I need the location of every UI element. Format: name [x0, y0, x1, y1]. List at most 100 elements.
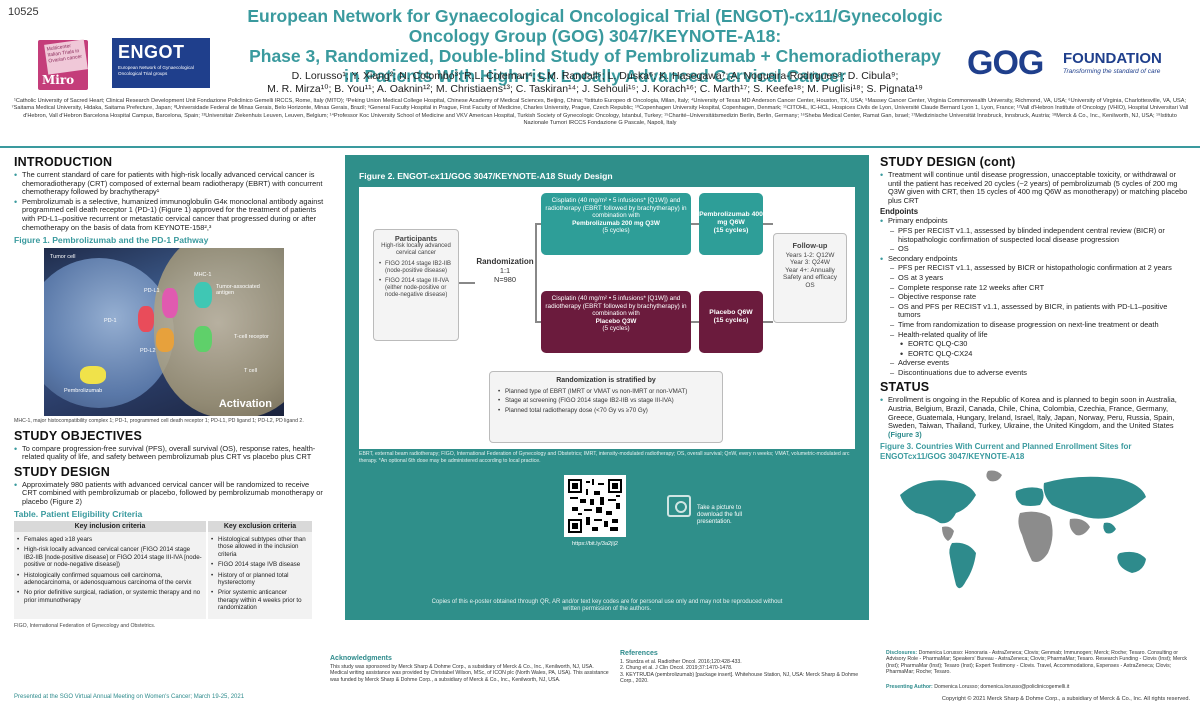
poster-title: European Network for Gynaecological Onco… — [220, 6, 970, 86]
label-pembrolizumab: Pembrolizumab — [64, 388, 103, 395]
participants-item: FIGO 2014 stage III-IVA (either node-pos… — [379, 278, 453, 299]
stratification-box: Randomization is stratified by Planned t… — [489, 371, 723, 443]
qr-code[interactable] — [564, 475, 626, 537]
center-panel: Figure 2. ENGOT-cx11/GOG 3047/KEYNOTE-A1… — [345, 155, 869, 620]
arm-b-drug: Placebo Q3W — [595, 317, 637, 325]
camera-icon — [667, 495, 691, 517]
arrow-connector — [691, 321, 699, 323]
status-heading: STATUS — [880, 380, 930, 395]
label-mhc1: MHC-1 — [194, 272, 212, 279]
arm-b-cycles: (5 cycles) — [602, 325, 630, 333]
pd1-molecule — [138, 306, 154, 333]
secondary-endpoint-item: Objective response rate — [880, 293, 1190, 302]
authors: D. Lorusso¹; Y. Xiang²; N. Colombo³; R.L… — [220, 70, 970, 96]
references: References 1. Sturdza et al. Radiother O… — [620, 650, 865, 685]
qr-url[interactable]: https://bit.ly/3a2jlj2 — [571, 541, 619, 547]
followup-line: OS — [805, 281, 815, 289]
mhc1-molecule — [194, 282, 212, 309]
disclosures-text: Domenica Lorusso: Honoraria - AstraZenec… — [886, 650, 1188, 676]
design-cont-bullet-1: Treatment will continue until disease pr… — [880, 170, 1190, 205]
label-pdl2: PD-L2 — [140, 348, 156, 355]
exclusion-item: History of or planned total hysterectomy — [211, 572, 309, 587]
secondary-endpoint-item: Complete response rate 12 weeks after CR… — [880, 283, 1190, 293]
acknowledgments: Acknowledgments This study was sponsored… — [330, 655, 610, 683]
table-header-exclusion: Key exclusion criteria — [207, 520, 314, 532]
authors-line-1: D. Lorusso¹; Y. Xiang²; N. Colombo³; R.L… — [291, 70, 899, 82]
primary-endpoints-label: Primary endpoints — [880, 217, 1190, 226]
status-text: Enrollment is ongoing in the Republic of… — [888, 395, 1177, 431]
arm-b-text: Cisplatin (40 mg/m² • 5 infusions* [Q1W]… — [545, 295, 687, 318]
copyright: Copyright © 2021 Merck Sharp & Dohme Cor… — [941, 696, 1190, 702]
engot-logo-subtitle: European Network of Gynaecological Oncol… — [118, 65, 194, 76]
map-south-asia — [1069, 518, 1090, 535]
copies-note: Copies of this e-poster obtained through… — [431, 599, 783, 613]
map-greenland — [986, 470, 1002, 482]
arm-pembrolizumab-crt: Cisplatin (40 mg/m² • 5 infusions* [Q1W]… — [541, 193, 691, 255]
eligibility-table: Key inclusion criteria Key exclusion cri… — [14, 520, 314, 619]
exclusion-item: Prior systemic anticancer therapy within… — [211, 589, 309, 611]
map-north-america — [900, 479, 976, 523]
reference-item: 3. KEYTRUDA (pembrolizumab) [package ins… — [620, 671, 859, 685]
label-tcell-receptor: T-cell receptor — [234, 334, 269, 341]
map-central-america — [942, 526, 954, 541]
followup-box: Follow-up Years 1-2: Q12W Year 3: Q24W Y… — [773, 233, 847, 323]
map-australia — [1117, 551, 1146, 573]
map-africa — [1018, 511, 1053, 562]
tcell-receptor-molecule — [194, 326, 212, 353]
inclusion-item: Histologically confirmed squamous cell c… — [17, 572, 203, 587]
table-header-inclusion: Key inclusion criteria — [14, 520, 208, 532]
label-pd1: PD-1 — [104, 318, 117, 325]
map-south-america — [949, 542, 976, 588]
title-line-2: Phase 3, Randomized, Double-blind Study … — [249, 46, 941, 66]
secondary-endpoint-item: Time from randomization to disease progr… — [880, 320, 1190, 330]
study-objectives-heading: STUDY OBJECTIVES — [14, 428, 142, 443]
figure3-title: Figure 3. Countries With Current and Pla… — [880, 442, 1132, 462]
inclusion-item: High-risk locally advanced cervical canc… — [17, 546, 203, 568]
gog-logo-text: GOG — [967, 44, 1044, 82]
figure2-title: Figure 2. ENGOT-cx11/GOG 3047/KEYNOTE-A1… — [359, 171, 613, 181]
title-line-3: in Patients With High-risk Locally Advan… — [344, 66, 846, 86]
followup-line: Year 4+: Annually — [785, 266, 835, 274]
stratification-item: Planned type of EBRT (IMRT or VMAT vs no… — [498, 388, 714, 396]
primary-endpoint-item: OS — [880, 245, 1190, 254]
randomization-label: Randomization — [476, 257, 534, 266]
arm-a-text: Cisplatin (40 mg/m² • 5 infusions* [Q1W]… — [545, 197, 687, 220]
inclusion-item: No prior definitive surgical, radiation,… — [17, 589, 203, 604]
participants-box: Participants High-risk locally advanced … — [373, 229, 459, 341]
presenting-author-label: Presenting Author: — [886, 684, 933, 690]
arm-placebo-crt: Cisplatin (40 mg/m² • 5 infusions* [Q1W]… — [541, 291, 691, 353]
followup-heading: Follow-up — [792, 241, 828, 250]
arrow-connector — [535, 223, 541, 225]
map-europe — [1015, 487, 1044, 506]
affiliations: ¹Catholic University of Sacred Heart; Cl… — [11, 98, 1189, 127]
acknowledgments-heading: Acknowledgments — [330, 655, 392, 662]
acknowledgments-text: This study was sponsored by Merck Sharp … — [330, 664, 609, 683]
miro-logo: Multicenter Italian Trials in Ovarian ca… — [38, 39, 88, 90]
figure2-footnote: EBRT, external beam radiotherapy; FIGO, … — [359, 451, 850, 464]
miro-tagline: Multicenter Italian Trials in Ovarian ca… — [44, 39, 88, 75]
references-heading: References — [620, 650, 658, 657]
figure1-footnote: MHC-1, major histocompatibility complex … — [14, 418, 304, 425]
right-column: STUDY DESIGN (cont) Treatment will conti… — [880, 155, 1190, 601]
objectives-bullet-1: To compare progression-free survival (PF… — [14, 444, 324, 462]
followup-line: Years 1-2: Q12W — [785, 251, 835, 259]
world-map-svg — [900, 470, 1146, 588]
participants-subtitle: High-risk locally advanced cervical canc… — [381, 243, 451, 256]
mono-a-cycles: (15 cycles) — [713, 227, 749, 234]
intro-bullet-1: The current standard of care for patient… — [14, 170, 324, 197]
qr-code-pattern — [568, 479, 622, 533]
figure1-illustration: Tumor cell MHC-1 Tumor-associated antige… — [44, 248, 284, 417]
header-divider — [0, 146, 1200, 148]
randomization-box: Randomization 1:1 N=980 — [475, 257, 535, 307]
stratification-item: Stage at screening (FIGO 2014 stage IB2-… — [498, 397, 714, 405]
secondary-endpoint-item: OS at 3 years — [880, 273, 1190, 283]
engot-logo: ENGOT European Network of Gynaecological… — [112, 38, 210, 88]
label-tcell: T cell — [244, 368, 258, 375]
arm-a-drug: Pembrolizumab 200 mg Q3W — [572, 219, 660, 227]
secondary-endpoint-item: PFS per RECIST v1.1, assessed by BICR or… — [880, 264, 1190, 273]
qr-caption: Take a picture to download the full pres… — [697, 505, 743, 525]
exclusion-item: Histological subtypes other than those a… — [211, 536, 309, 558]
study-design-diagram: Participants High-risk locally advanced … — [359, 187, 855, 449]
table-title: Table. Patient Eligibility Criteria — [14, 508, 143, 519]
stratification-item: Planned total radiotherapy dose (<70 Gy … — [498, 407, 714, 415]
